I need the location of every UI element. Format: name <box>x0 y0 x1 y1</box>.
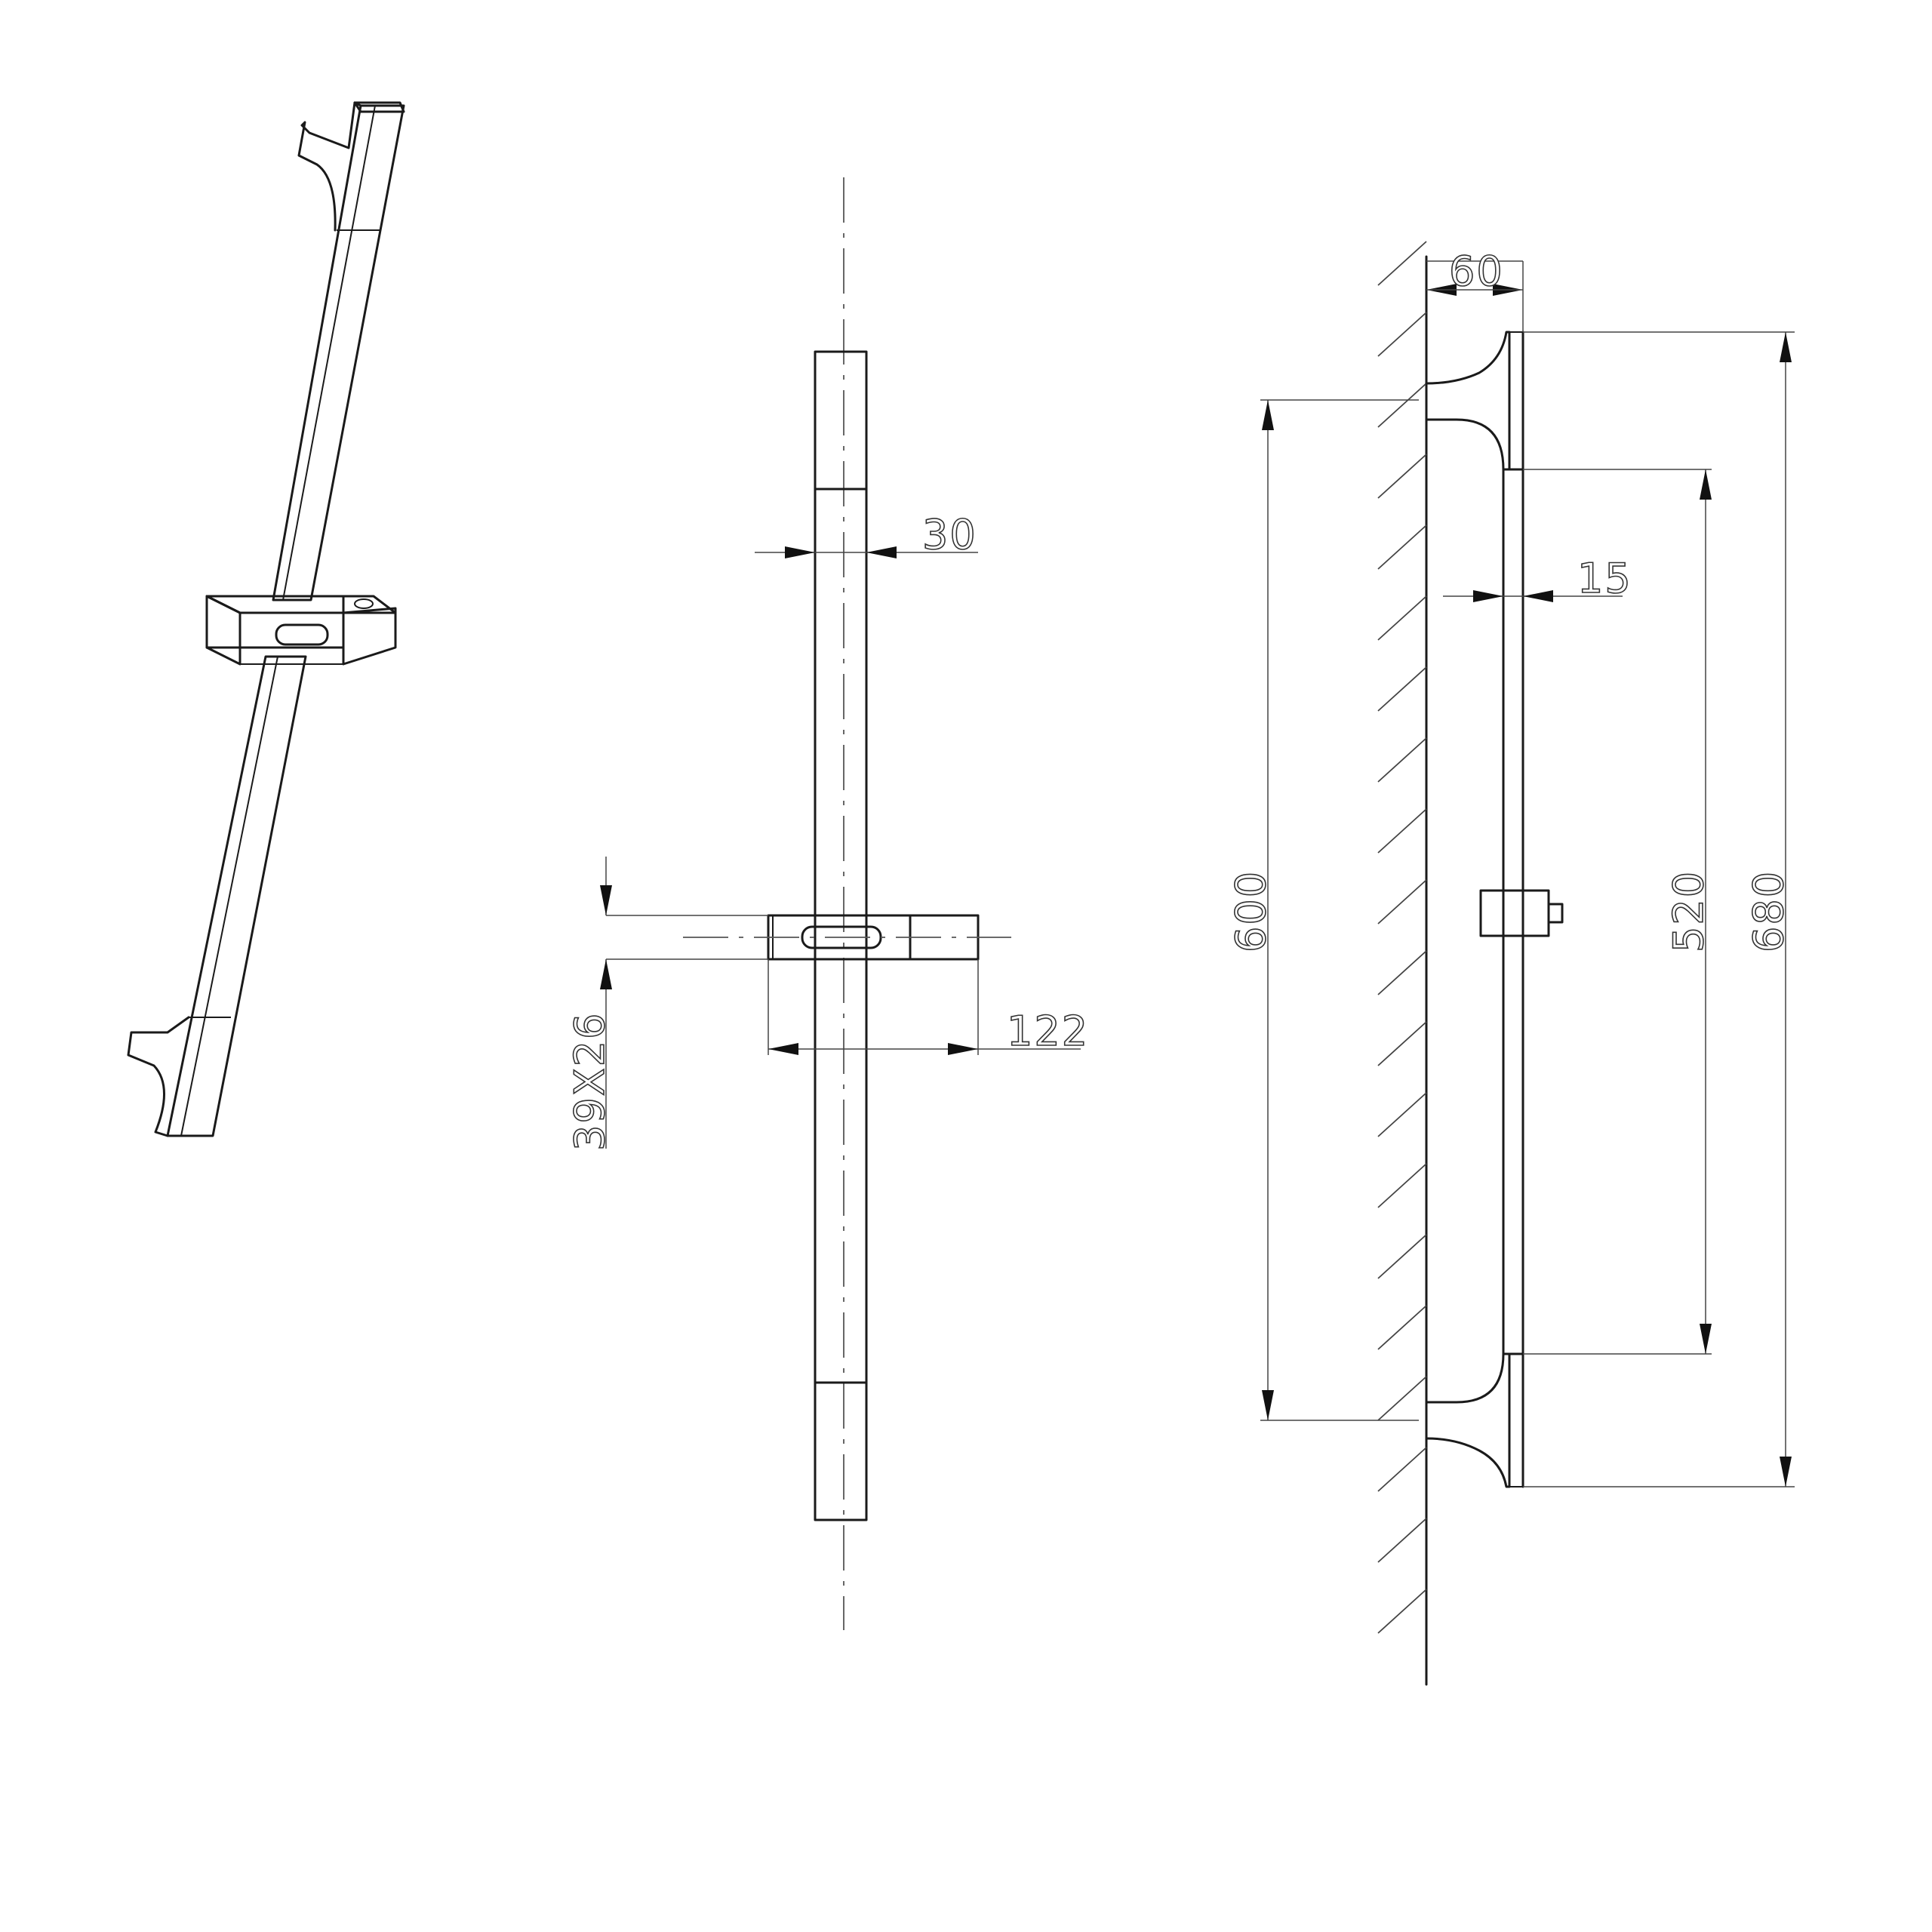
iso-top-bracket <box>297 101 362 232</box>
iso-slider-front <box>205 595 345 649</box>
front-slider <box>767 914 980 961</box>
iso-lower-bar <box>166 655 307 1137</box>
dim-text-600: 600 <box>1227 870 1275 952</box>
dim-overall-length: 680 <box>1523 331 1795 1487</box>
dim-text-680: 680 <box>1745 870 1792 952</box>
front-view: 30 39X26 122 <box>565 177 1089 1630</box>
dim-text-30: 30 <box>922 511 977 558</box>
side-top-bracket <box>1425 331 1511 471</box>
dim-text-15: 15 <box>1577 555 1632 602</box>
dim-bar-width: 30 <box>755 510 978 559</box>
iso-lower-bar-edge <box>180 656 278 1137</box>
side-bar <box>1502 468 1524 1355</box>
iso-upper-bar <box>272 104 405 601</box>
front-bar <box>814 350 868 1521</box>
side-slider <box>1479 889 1550 937</box>
dim-text-122: 122 <box>1007 1008 1089 1055</box>
side-slider-knob <box>1547 903 1564 924</box>
iso-slider-end <box>205 595 242 666</box>
isometric-view <box>127 101 405 1137</box>
dim-text-520: 520 <box>1665 870 1712 952</box>
iso-slider-right <box>342 607 397 666</box>
iso-slider-hole <box>354 598 374 609</box>
iso-slider-slot <box>275 623 329 646</box>
side-view: 60 15 600 520 <box>1226 241 1795 1686</box>
iso-top-cap <box>353 101 405 113</box>
dim-text-39x26: 39X26 <box>566 1012 614 1151</box>
dim-bar-span: 520 <box>1523 469 1713 1355</box>
dim-bar-depth: 15 <box>1443 554 1632 603</box>
dim-slider-section: 39X26 <box>565 857 768 1152</box>
iso-upper-bar-edge <box>282 105 376 601</box>
iso-bottom-bracket <box>127 1016 190 1137</box>
dim-text-60: 60 <box>1449 248 1504 295</box>
dim-slider-length: 122 <box>768 959 1089 1056</box>
wall-hatching <box>1377 241 1427 1634</box>
side-bottom-bracket <box>1425 1352 1511 1488</box>
dim-bracket-spacing: 600 <box>1226 399 1419 1421</box>
dim-wall-projection: 60 <box>1426 247 1524 332</box>
